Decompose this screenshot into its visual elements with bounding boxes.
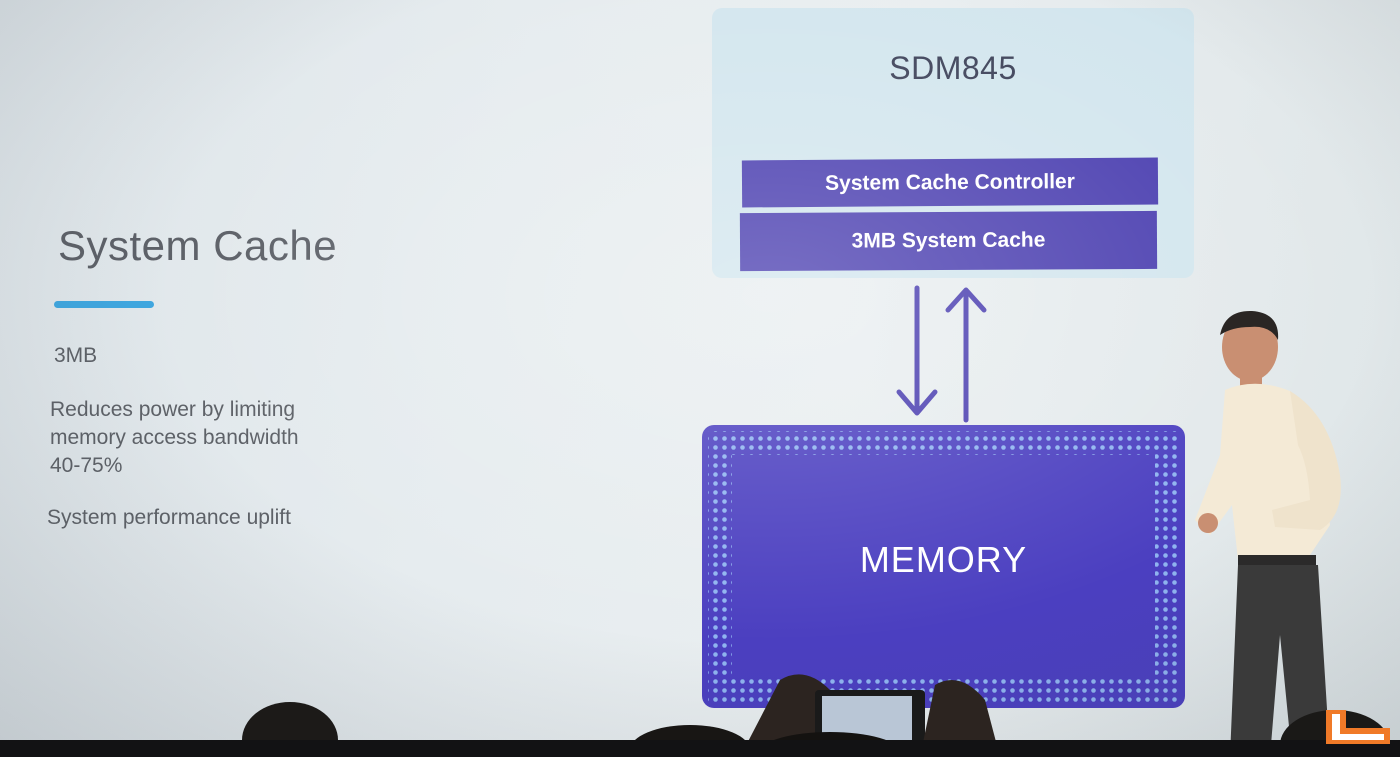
data-flow-arrows — [896, 285, 987, 423]
slide-title: System Cache — [58, 222, 338, 269]
memory-dot-border — [708, 431, 1179, 702]
audience-heads — [0, 674, 1400, 757]
arrow-up-icon — [945, 287, 987, 423]
memory-block: MEMORY — [702, 425, 1185, 708]
bullet-performance: System performance uplift — [47, 506, 291, 529]
memory-label: MEMORY — [859, 539, 1028, 580]
bullet-capacity: 3MB — [54, 344, 98, 367]
system-cache-block: 3MB System Cache — [739, 210, 1158, 272]
title-accent-bar — [54, 301, 154, 308]
bullet-power: Reduces power by limiting memory access … — [50, 398, 299, 477]
soc-label: SDM845 — [889, 50, 1017, 86]
cache-controller-block: System Cache Controller — [741, 157, 1159, 208]
arrow-down-icon — [896, 285, 938, 416]
site-logo-icon — [1326, 710, 1390, 744]
presenter-figure — [1195, 310, 1341, 757]
